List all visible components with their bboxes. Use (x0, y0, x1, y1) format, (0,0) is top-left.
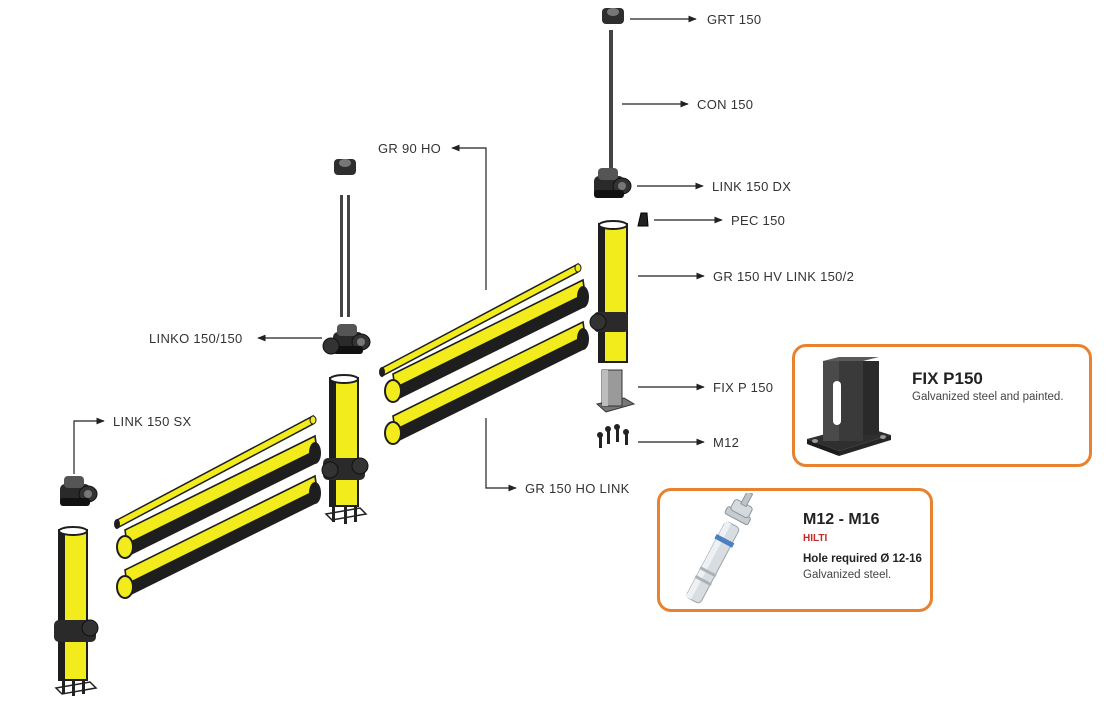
arrow-gr-150-ho-link (485, 418, 517, 492)
hilti-anchor-image (685, 493, 754, 604)
left-rails (113, 415, 322, 599)
m12-m16-title: M12 - M16 (803, 511, 880, 528)
label-con-150: CON 150 (697, 97, 753, 112)
right-rails (378, 263, 590, 445)
right-post-assembly (589, 8, 649, 448)
pec-150-part (637, 212, 649, 227)
left-post-assembly (54, 475, 99, 696)
left-post (54, 526, 99, 696)
middle-post-assembly (321, 159, 371, 524)
middle-rod-b (347, 195, 350, 317)
label-pec-150: PEC 150 (731, 213, 785, 228)
fix-p150-card: FIX P150 Galvanized steel and painted. (792, 344, 1092, 467)
label-gr-150-hv-link: GR 150 HV LINK 150/2 (713, 269, 854, 284)
fix-p150-base-image (807, 357, 891, 456)
label-link-150-dx: LINK 150 DX (712, 179, 791, 194)
hole-requirement: Hole required Ø 12-16 (803, 553, 922, 565)
label-m12: M12 (713, 435, 739, 450)
grt-150-cap (602, 8, 624, 24)
label-gr-150-ho-link: GR 150 HO LINK (525, 481, 630, 496)
m12-bolts (597, 424, 629, 448)
arrow-link-150-sx (73, 417, 105, 474)
m12-m16-description: Galvanized steel. (803, 569, 892, 581)
arrow-gr-90-ho (451, 144, 487, 290)
gr-150-hv-post (589, 220, 628, 363)
fix-p150-description: Galvanized steel and painted. (912, 391, 1064, 403)
label-link-150-sx: LINK 150 SX (113, 414, 191, 429)
hilti-brand: HILTI (803, 533, 828, 544)
fix-p150-title: FIX P150 (912, 369, 983, 388)
con-150-rod (609, 30, 613, 170)
middle-rod-a (340, 195, 343, 317)
middle-post (321, 374, 369, 524)
link-150-sx-part (59, 475, 98, 507)
label-grt-150: GRT 150 (707, 12, 761, 27)
label-fix-p-150: FIX P 150 (713, 380, 773, 395)
link-150-dx-part (593, 167, 632, 199)
fix-p-150-base (595, 369, 636, 413)
middle-cap (334, 159, 356, 175)
m12-m16-card: M12 - M16 HILTI Hole required Ø 12-16 Ga… (657, 488, 933, 612)
label-gr-90-ho: GR 90 HO (378, 141, 441, 156)
linko-150-part (322, 323, 371, 355)
label-linko-150: LINKO 150/150 (149, 331, 243, 346)
